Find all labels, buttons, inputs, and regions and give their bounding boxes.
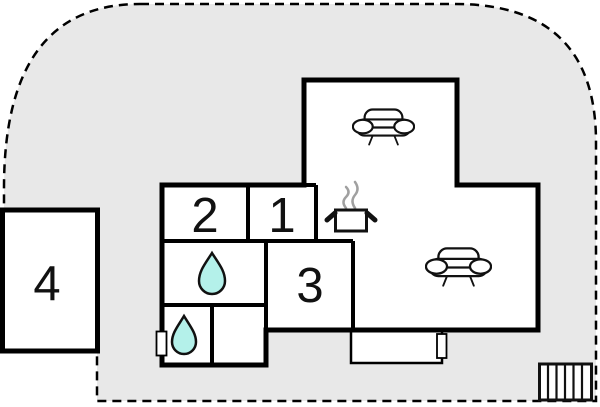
room-3-label: 3	[296, 259, 323, 313]
porch	[349, 328, 444, 365]
water-drop-icon	[197, 250, 227, 296]
room-4-label: 4	[33, 257, 60, 311]
water-drop-icon	[170, 313, 198, 356]
door-symbol	[436, 333, 448, 359]
stairs-icon	[538, 362, 593, 402]
room-1-label: 1	[268, 189, 295, 243]
room-4: 4	[0, 207, 100, 354]
door-symbol	[155, 330, 168, 357]
cooking-pot-icon	[324, 180, 378, 233]
room-2-label: 2	[191, 189, 218, 243]
interior-walls	[162, 183, 355, 365]
